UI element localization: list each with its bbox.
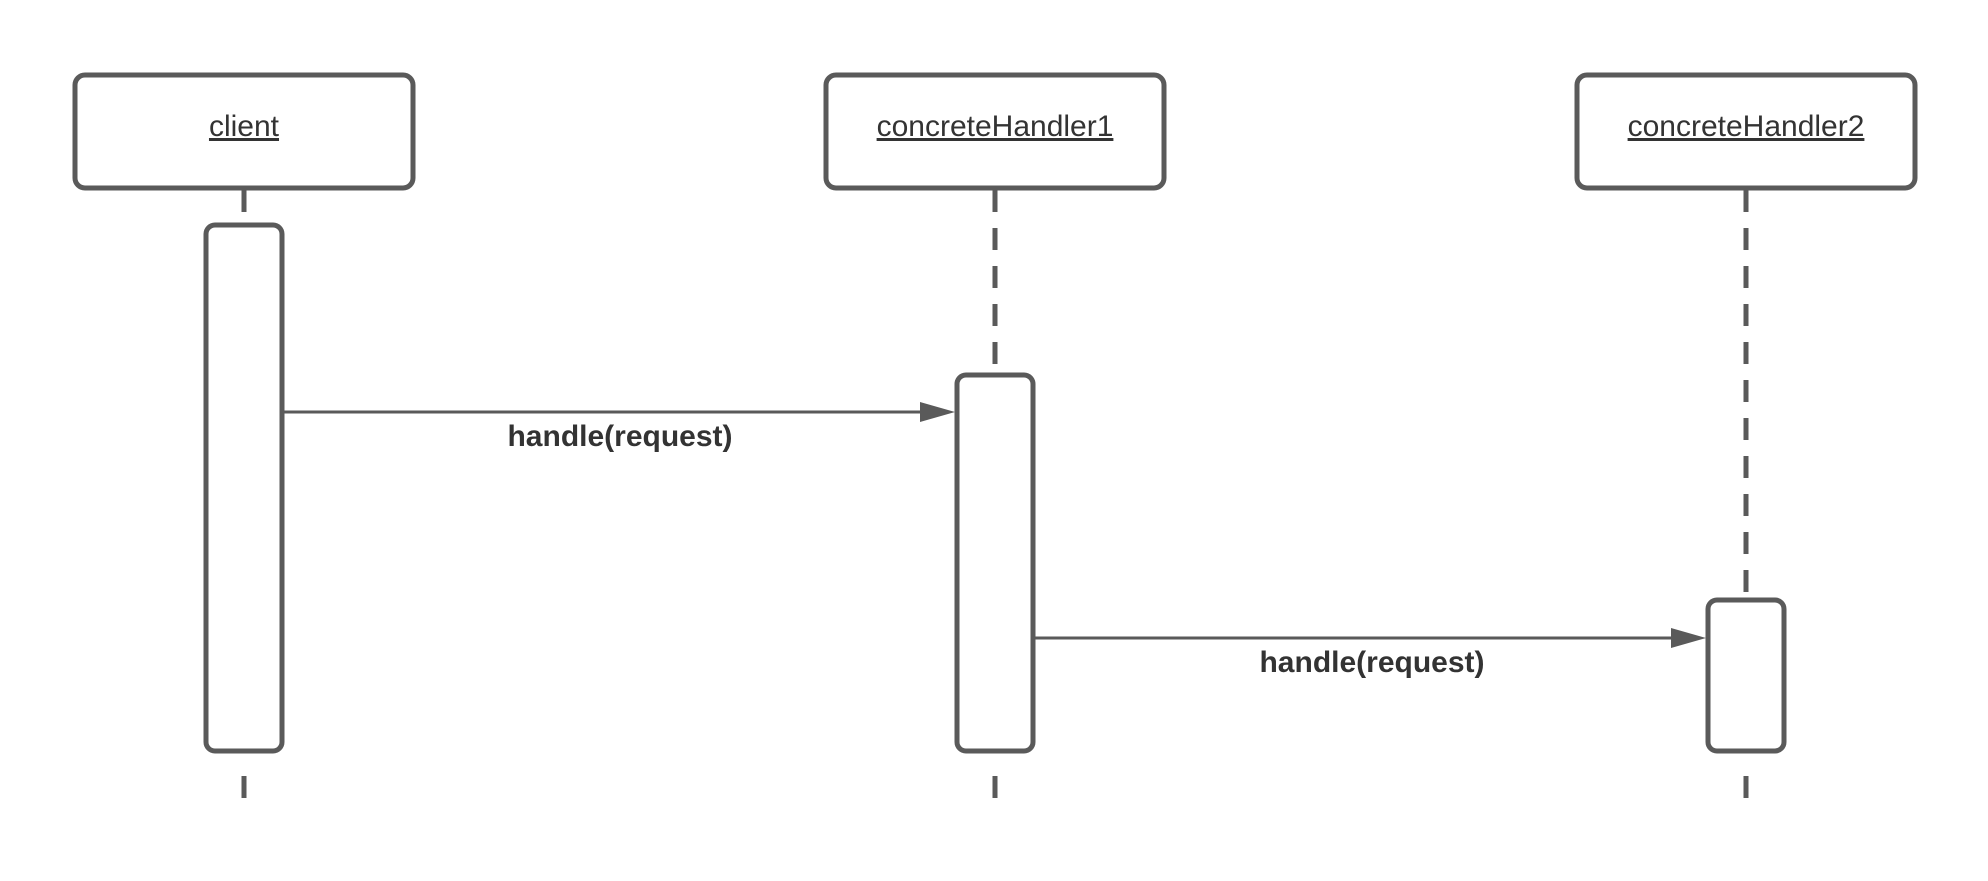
participant-handler1[interactable]: concreteHandler1: [823, 72, 1167, 191]
participant-box-client: [72, 72, 416, 191]
message-arrow-2[interactable]: [1035, 628, 1706, 648]
participant-label-client: client: [209, 110, 280, 143]
activation-bar-handler2[interactable]: [1705, 597, 1787, 754]
activation-bar-client[interactable]: [203, 222, 285, 754]
arrowhead-icon: [920, 402, 955, 422]
activation-bar-handler1[interactable]: [954, 372, 1036, 754]
participant-handler2[interactable]: concreteHandler2: [1574, 72, 1918, 191]
participant-box-handler2: [1574, 72, 1918, 191]
message-label-2: handle(request): [1259, 646, 1484, 679]
participant-label-handler2: concreteHandler2: [1628, 110, 1865, 143]
message-label-1: handle(request): [507, 420, 732, 453]
message-arrow-1[interactable]: [284, 402, 955, 422]
participant-client[interactable]: client: [72, 72, 416, 191]
participant-label-handler1: concreteHandler1: [877, 110, 1114, 143]
arrowhead-icon: [1671, 628, 1706, 648]
participant-box-handler1: [823, 72, 1167, 191]
